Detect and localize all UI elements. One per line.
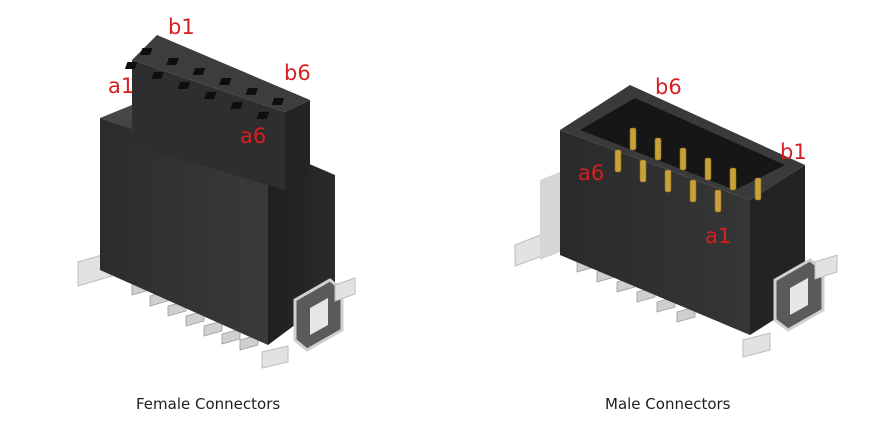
female-pin-label-b1: b1: [168, 15, 195, 39]
male-caption: Male Connectors: [605, 395, 731, 413]
female-connector-image: [77, 35, 356, 369]
male-pin-label-a1: a1: [705, 224, 732, 248]
male-connector-image: [514, 85, 838, 358]
female-connector-panel: b1 a1 b6 a6 Female Connectors: [77, 15, 356, 413]
female-pin-label-a1: a1: [108, 74, 135, 98]
female-pin-label-a6: a6: [240, 124, 267, 148]
male-connector-panel: b6 b1 a6 a1 Male Connectors: [445, 0, 890, 446]
female-pin-label-b6: b6: [284, 61, 311, 85]
male-pin-label-b1: b1: [780, 140, 807, 164]
female-caption: Female Connectors: [136, 395, 281, 413]
male-pin-label-a6: a6: [578, 161, 605, 185]
male-pin-label-b6: b6: [655, 75, 682, 99]
